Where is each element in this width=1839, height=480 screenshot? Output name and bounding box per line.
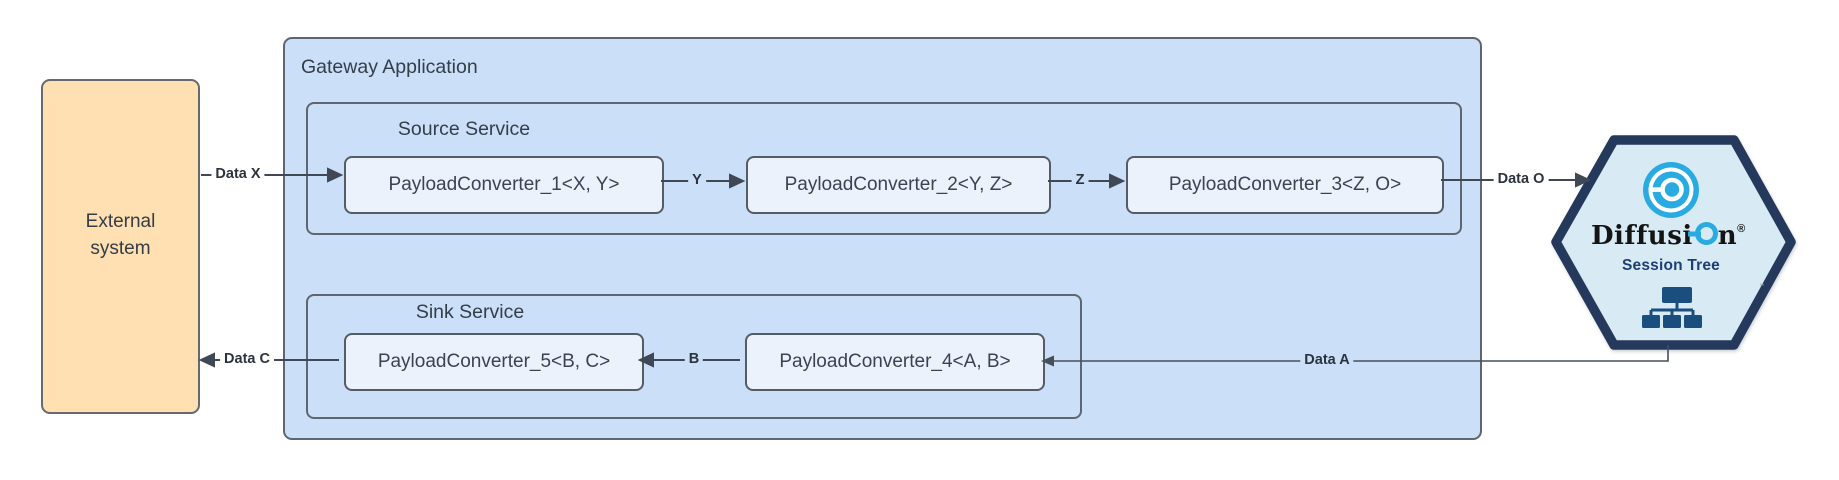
- watermark-artifact: ": [1760, 282, 1764, 294]
- flow-label-b: B: [684, 351, 704, 368]
- diffusion-wordmark-suffix: n: [1717, 221, 1738, 251]
- source-service-title: Source Service: [397, 118, 531, 140]
- registered-trademark-symbol: ®: [1737, 223, 1746, 235]
- payload-converter-4: PayloadConverter_4<A, B>: [745, 333, 1045, 391]
- payload-converter-1-label: PayloadConverter_1<X, Y>: [388, 174, 620, 195]
- payload-converter-3-label: PayloadConverter_3<Z, O>: [1168, 174, 1402, 195]
- flow-label-data-x: Data X: [211, 166, 265, 183]
- session-tree-label: Session Tree: [1621, 257, 1721, 274]
- payload-converter-3: PayloadConverter_3<Z, O>: [1126, 156, 1444, 214]
- diffusion-o-glyph-icon: [1694, 222, 1718, 245]
- payload-converter-5: PayloadConverter_5<B, C>: [344, 333, 644, 391]
- payload-converter-1: PayloadConverter_1<X, Y>: [344, 156, 664, 214]
- payload-converter-5-label: PayloadConverter_5<B, C>: [377, 351, 611, 372]
- payload-converter-2-label: PayloadConverter_2<Y, Z>: [784, 174, 1013, 195]
- gateway-application-title: Gateway Application: [301, 56, 478, 78]
- source-service-container: Source Service PayloadConverter_1<X, Y> …: [306, 102, 1462, 235]
- session-tree-icon: [1642, 287, 1702, 328]
- flow-label-data-o: Data O: [1493, 171, 1549, 188]
- flow-label-data-a: Data A: [1300, 352, 1354, 369]
- diffusion-wordmark: Diffusi n®: [1591, 221, 1761, 251]
- payload-converter-4-label: PayloadConverter_4<A, B>: [779, 351, 1011, 372]
- flow-label-data-c: Data C: [220, 351, 274, 368]
- external-system-node: External system: [41, 79, 200, 414]
- sink-service-title: Sink Service: [415, 301, 525, 323]
- payload-converter-2: PayloadConverter_2<Y, Z>: [746, 156, 1051, 214]
- gateway-application-container: Gateway Application Source Service Paylo…: [283, 37, 1482, 440]
- flow-label-y: Y: [688, 172, 706, 189]
- diffusion-wordmark-prefix: Diffusi: [1591, 221, 1693, 251]
- sink-service-container: Sink Service PayloadConverter_5<B, C> Pa…: [306, 294, 1082, 419]
- diffusion-logo-icon: [1643, 162, 1699, 218]
- external-system-label: External system: [85, 210, 156, 259]
- flow-label-z: Z: [1071, 172, 1089, 189]
